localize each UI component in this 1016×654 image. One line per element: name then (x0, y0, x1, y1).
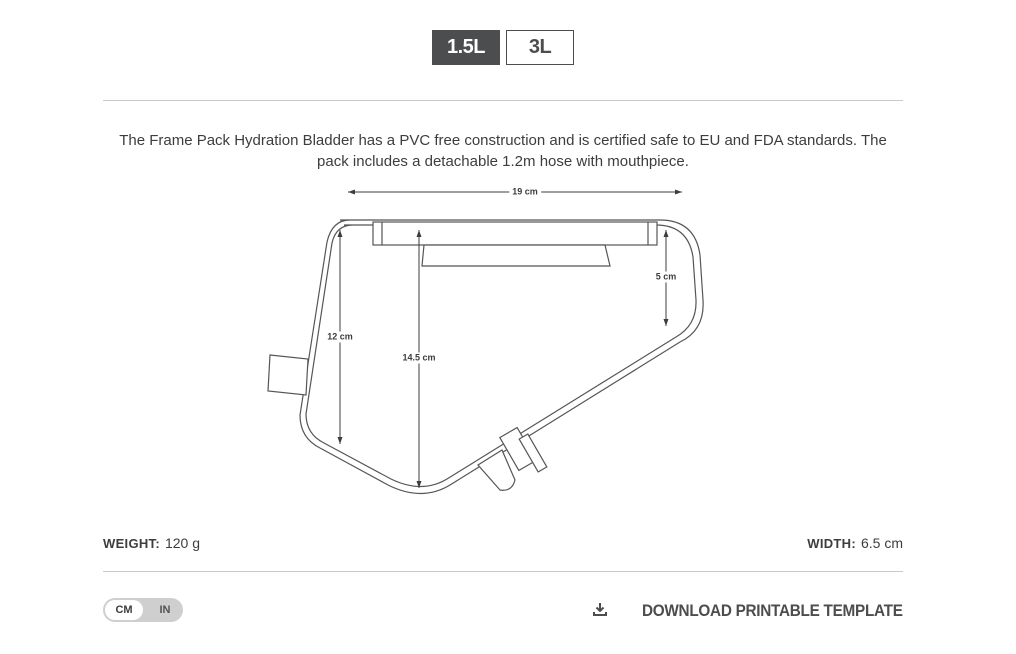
unit-toggle[interactable]: CM IN (103, 598, 183, 622)
download-template-link[interactable]: DOWNLOAD PRINTABLE TEMPLATE (593, 601, 903, 621)
width-value: 6.5 cm (860, 535, 903, 551)
left-height-dimension-label: 12 cm (324, 331, 356, 343)
unit-toggle-knob (105, 600, 143, 620)
download-icon (593, 602, 608, 621)
width-spec: WIDTH: 6.5 cm (807, 535, 903, 551)
unit-option-in[interactable]: IN (159, 604, 171, 616)
width-key: WIDTH: (807, 536, 856, 551)
top-divider (103, 100, 903, 101)
bladder-outline-drawing (267, 189, 704, 494)
download-label: DOWNLOAD PRINTABLE TEMPLATE (642, 601, 903, 620)
unit-option-cm[interactable]: CM (115, 604, 133, 616)
size-tab-3l[interactable]: 3L (506, 30, 574, 65)
size-tabs: 1.5L 3L (432, 30, 574, 65)
bottom-divider (103, 571, 903, 572)
size-tab-1-5l[interactable]: 1.5L (432, 30, 500, 65)
bladder-diagram: 19 cm 5 cm 12 cm 14.5 cm (260, 180, 720, 510)
weight-key: WEIGHT: (103, 536, 160, 551)
right-height-dimension-label: 5 cm (652, 271, 680, 283)
center-height-dimension-label: 14.5 cm (399, 352, 439, 364)
weight-spec: WEIGHT: 120 g (103, 535, 200, 551)
product-description: The Frame Pack Hydration Bladder has a P… (119, 132, 887, 170)
width-dimension-label: 19 cm (509, 186, 541, 198)
weight-value: 120 g (164, 535, 201, 551)
